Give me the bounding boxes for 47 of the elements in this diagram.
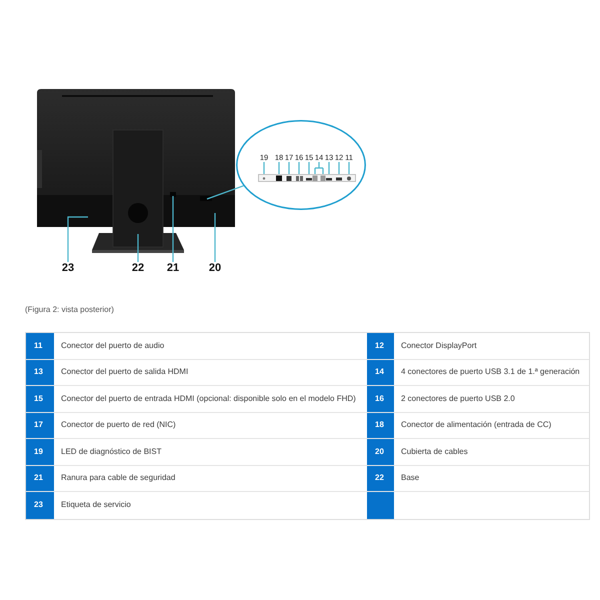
part-number-cell: 18 — [367, 412, 394, 439]
leader-line — [278, 162, 280, 174]
leader-line — [348, 162, 350, 174]
part-description: Etiqueta de servicio — [60, 499, 132, 512]
leader-line — [288, 162, 290, 174]
leader-line — [328, 162, 330, 174]
part-number-cell: 20 — [367, 439, 394, 466]
part-number-cell: 16 — [367, 386, 394, 412]
part-description: 2 conectores de puerto USB 2.0 — [394, 386, 589, 412]
part-description: Conector de alimentación (entrada de CC) — [394, 412, 589, 439]
part-number-cell: 19 — [26, 439, 54, 466]
leader-line — [67, 216, 88, 262]
leader-line — [308, 162, 310, 174]
part-number-cell: 21 — [26, 466, 54, 492]
callout-number: 23 — [60, 262, 76, 274]
part-number-cell: 15 — [26, 386, 54, 412]
part-description: Conector DisplayPort — [394, 333, 589, 360]
part-description: Conector de puerto de red (NIC) — [54, 412, 367, 439]
callout-number: 20 — [207, 262, 223, 274]
part-description: Ranura para cable de seguridad — [54, 466, 367, 492]
part-description: Base — [394, 466, 589, 492]
monitor-rear-illustration — [37, 89, 236, 254]
part-number-cell: 11 — [26, 333, 54, 360]
leader-line — [314, 161, 324, 175]
part-number-cell: 14 — [367, 360, 394, 386]
part-number-cell: 13 — [26, 360, 54, 386]
magnifier-leader-line — [206, 185, 244, 200]
leader-line — [172, 196, 174, 262]
callout-number: 22 — [130, 262, 146, 274]
leader-line — [298, 162, 300, 174]
leader-line — [338, 162, 340, 174]
part-description: LED de diagnóstico de BIST — [54, 439, 367, 466]
port-panel-illustration — [258, 174, 356, 182]
figure-caption: (Figura 2: vista posterior) — [25, 305, 114, 315]
leader-line — [263, 162, 265, 174]
part-description: Cubierta de cables — [394, 439, 589, 466]
part-description: Conector del puerto de audio — [54, 333, 367, 360]
part-number-cell: 22 — [367, 466, 394, 492]
part-description: 4 conectores de puerto USB 3.1 de 1.ª generación — [394, 360, 589, 386]
leader-line — [137, 234, 139, 262]
callout-number: 21 — [165, 262, 181, 274]
part-number-cell: 17 — [26, 412, 54, 439]
part-description: Conector del puerto de entrada HDMI (opcional: disponible solo en el modelo FHD) — [54, 386, 367, 412]
part-number-cell: 12 — [367, 333, 394, 360]
part-number-cell: 23 — [26, 492, 54, 518]
part-description: Conector del puerto de salida HDMI — [54, 360, 367, 386]
leader-line — [214, 213, 216, 262]
